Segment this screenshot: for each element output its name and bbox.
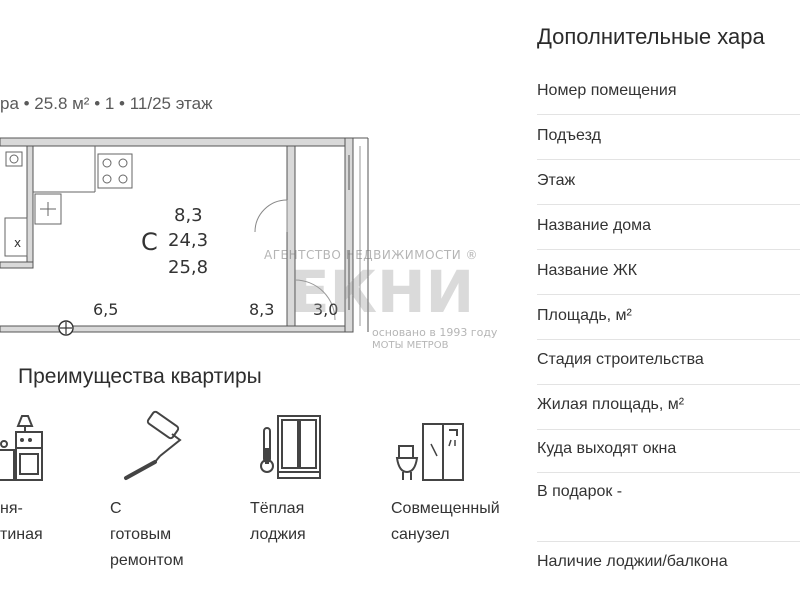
floor-plan: x 8,3 С 24,3 25,8 6,5 8,3 3,0 АГЕНТСТВО …	[0, 130, 497, 351]
characteristics-panel: Дополнительные хара Номер помещения Подъ…	[537, 0, 800, 600]
prop-label: Куда выходят окна	[537, 440, 677, 457]
prop-row-construction-stage: Стадия строительства	[537, 340, 800, 385]
prop-row-entrance: Подъезд	[537, 115, 800, 160]
prop-row-window-view: Куда выходят окна	[537, 430, 800, 473]
benefit-label: ня- тиная	[0, 500, 43, 543]
watermark-founded: основано в 1993 году	[372, 326, 498, 339]
area-total: 25,8	[168, 257, 209, 278]
dimension-left: 6,5	[93, 300, 119, 319]
prop-row-complex-name: Название ЖК	[537, 250, 800, 295]
prop-row-floor: Этаж	[537, 160, 800, 205]
prop-label: Подъезд	[537, 127, 601, 144]
prop-label: Название ЖК	[537, 262, 638, 279]
prop-label: Площадь, м²	[537, 307, 632, 324]
prop-label: Номер помещения	[537, 82, 677, 99]
prop-row-loggia-balcony: Наличие лоджии/балкона	[537, 542, 800, 586]
benefits-title: Преимущества квартиры	[18, 365, 262, 388]
paint-roller-icon	[124, 410, 182, 480]
prop-row-gift: В подарок -	[537, 473, 800, 542]
watermark-motto: МОТЫ МЕТРОВ	[372, 340, 449, 351]
area-living: 24,3	[168, 230, 209, 251]
prop-row-building-name: Название дома	[537, 205, 800, 250]
watermark-logo: ЕКНИ	[290, 258, 475, 326]
bathroom-mark: x	[14, 236, 22, 250]
flat-summary: ра • 25.8 м² • 1 • 11/25 этаж	[0, 94, 213, 113]
prop-label: Стадия строительства	[537, 351, 704, 368]
prop-label: В подарок -	[537, 483, 623, 500]
dimension-middle: 8,3	[249, 300, 275, 319]
prop-label: Жилая площадь, м²	[537, 396, 685, 413]
prop-row-area: Площадь, м²	[537, 295, 800, 340]
room-letter: С	[141, 228, 158, 256]
prop-row-room-number: Номер помещения	[537, 72, 800, 115]
kitchen-icon	[0, 415, 43, 481]
warm-loggia-icon	[260, 415, 321, 479]
prop-row-living-area: Жилая площадь, м²	[537, 385, 800, 430]
prop-label: Наличие лоджии/балкона	[537, 553, 728, 570]
benefit-label: С готовым ремонтом	[110, 500, 184, 569]
combined-bathroom-icon	[395, 423, 464, 481]
characteristics-title: Дополнительные хара	[537, 24, 765, 49]
left-panel: ра • 25.8 м² • 1 • 11/25 этаж	[0, 94, 500, 569]
watermark-agency: АГЕНТСТВО НЕДВИЖИМОСТИ ®	[264, 248, 479, 262]
dimension-right: 3,0	[313, 300, 339, 319]
area-kitchen: 8,3	[174, 205, 203, 226]
floor-plan-drawing	[0, 137, 369, 336]
prop-label: Этаж	[537, 172, 576, 189]
prop-label: Название дома	[537, 217, 652, 234]
benefit-label: Совмещенный санузел	[391, 500, 500, 543]
benefit-label: Тёплая лоджия	[250, 500, 306, 543]
